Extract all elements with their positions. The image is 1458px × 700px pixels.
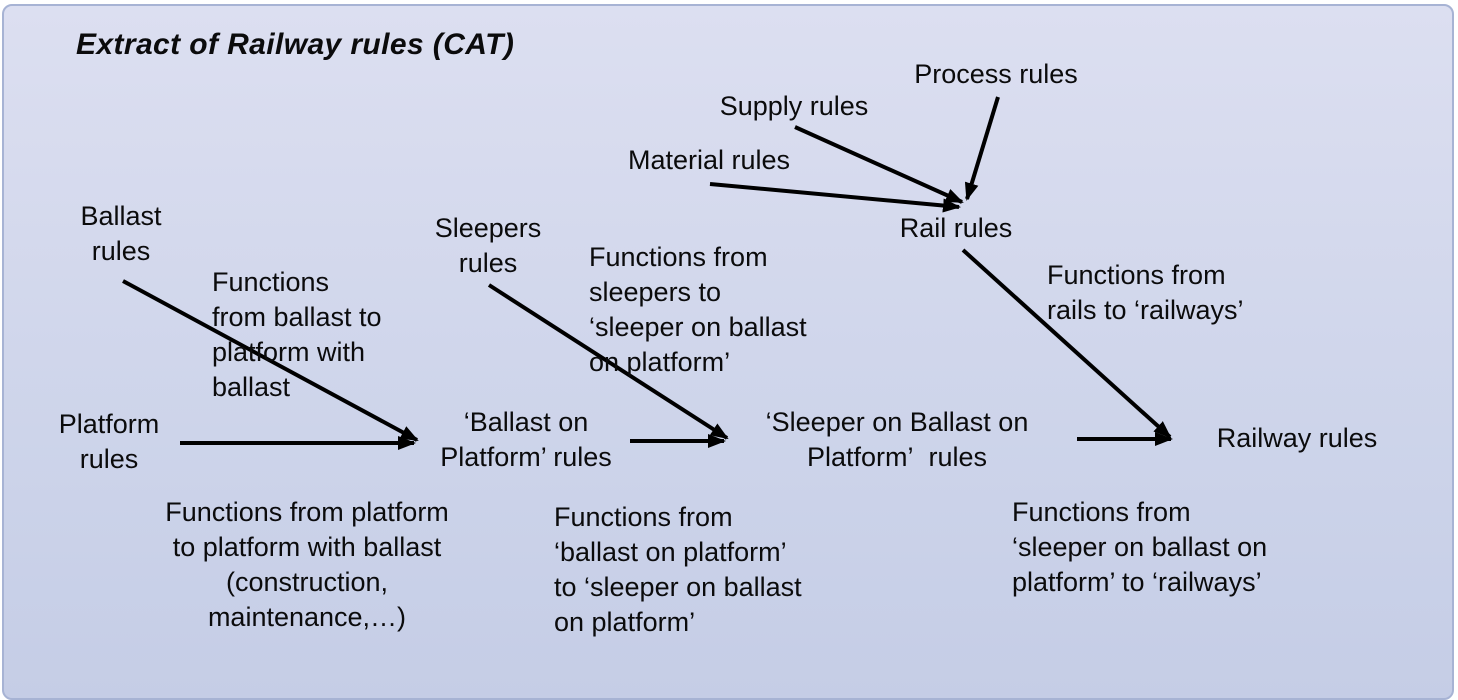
node-ballast-rules: Ballast rules — [80, 201, 162, 266]
node-platform-rules: Platform rules — [58, 409, 160, 474]
node-rail-rules: Rail rules — [899, 213, 1013, 243]
edge-label-functions-ballast-to-platform-with-ballast: Functions from ballast to platform with … — [212, 267, 382, 402]
node-material-rules: Material rules — [627, 145, 791, 175]
edge-label-functions-sleeper-on-ballast-to-railways: Functions from ‘sleeper on ballast on pl… — [1012, 497, 1268, 597]
edge-label-functions-ballast-on-platform: Functions from ‘ballast on platform’ to … — [554, 502, 802, 637]
node-sleepers-rules: Sleepers rules — [434, 213, 542, 278]
edge-label-functions-platform-to-platform-with-ballast: Functions from platform to platform with… — [165, 497, 449, 632]
edge-label-functions-sleepers: Functions from sleepers to ‘sleeper on b… — [589, 242, 807, 377]
node-sleeper-on-ballast-on-platform-rules: ‘Sleeper on Ballast on Platform’ rules — [765, 407, 1029, 472]
node-railway-rules: Railway rules — [1216, 423, 1378, 453]
node-process-rules: Process rules — [914, 59, 1078, 89]
edge-label-functions-rails-to-railways: Functions from rails to ‘railways’ — [1047, 260, 1244, 325]
node-supply-rules: Supply rules — [719, 91, 869, 121]
diagram-title: Extract of Railway rules (CAT) — [76, 28, 515, 61]
node-ballast-on-platform-rules: ‘Ballast on Platform’ rules — [440, 407, 612, 472]
